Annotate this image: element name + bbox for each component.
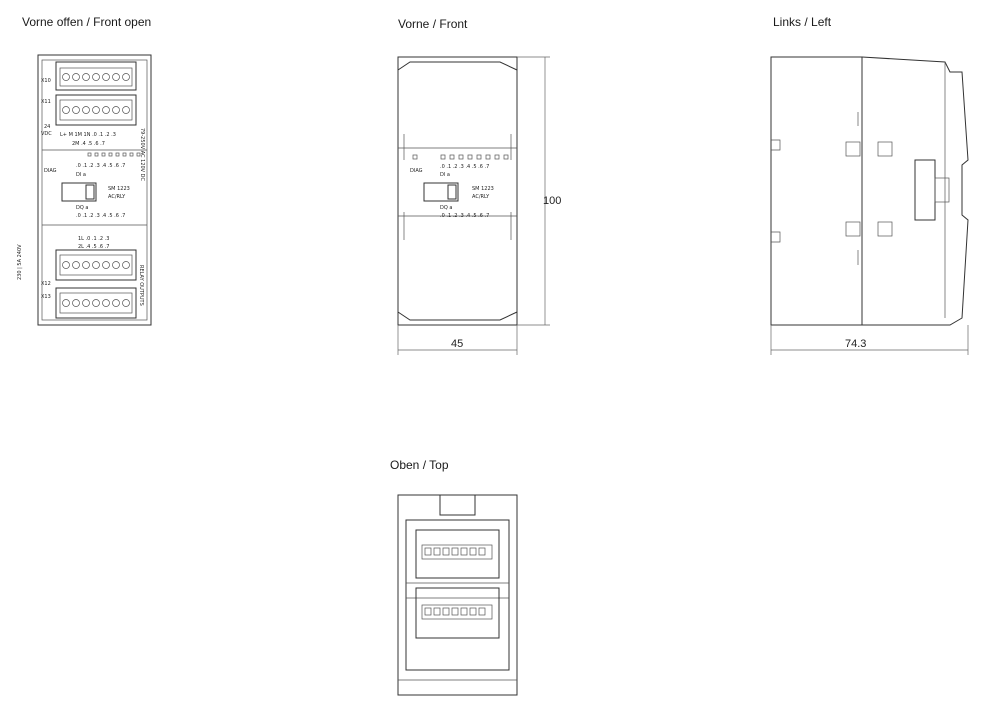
connector-x12 xyxy=(55,249,137,281)
connector-x11 xyxy=(55,94,137,126)
front-open-di-bits: .0 .1 .2 .3 .4 .5 .6 .7 xyxy=(76,163,125,169)
front-view: DIAG .0 .1 .2 .3 .4 .5 .6 .7 DI a SM 122… xyxy=(397,56,561,355)
connector-x13 xyxy=(55,287,137,319)
front-di-bits: .0 .1 .2 .3 .4 .5 .6 .7 xyxy=(440,164,489,170)
top-terminal-row-upper xyxy=(421,544,493,560)
title-left: Links / Left xyxy=(773,15,832,29)
output-header: 1L .0 .1 .2 .3 xyxy=(78,236,109,242)
dim-depth-left: 74.3 xyxy=(845,338,866,350)
left-view: 74.3 xyxy=(770,56,969,355)
front-diag: DIAG xyxy=(410,168,423,174)
title-front-open: Vorne offen / Front open xyxy=(22,15,152,29)
x11-label: X11 xyxy=(41,99,51,105)
x13-label: X13 xyxy=(41,294,51,300)
x10-label: X10 xyxy=(41,78,51,84)
front-open-led-row xyxy=(87,152,141,157)
input-side-text: 79-250V AC 120V DC xyxy=(139,128,145,182)
output-side-text: 230 | 5A 240V xyxy=(17,244,23,280)
dim-width-front: 45 xyxy=(451,338,463,350)
front-di-label: DI a xyxy=(440,172,450,178)
front-open-type: AC/RLY xyxy=(108,194,126,200)
title-top: Oben / Top xyxy=(390,458,449,472)
front-type: AC/RLY xyxy=(472,194,490,200)
supply-24: 24 xyxy=(44,124,50,130)
front-open-di-label: DI a xyxy=(76,172,86,178)
top-terminal-row-lower xyxy=(421,604,493,620)
top-view xyxy=(397,494,518,696)
front-open-dq-bits: .0 .1 .2 .3 .4 .5 .6 .7 xyxy=(76,213,125,219)
output-header-2: 2L .4 .5 .6 .7 xyxy=(78,244,109,250)
front-dq-label: DQ a xyxy=(440,205,452,211)
input-header: L+ M 1M 1N .0 .1 .2 .3 xyxy=(60,132,116,138)
front-dq-bits: .0 .1 .2 .3 .4 .5 .6 .7 xyxy=(440,213,489,219)
front-open-view: X10 X11 24 VDC L+ M 1M 1N .0 .1 .2 .3 2M… xyxy=(17,54,152,326)
front-open-model: SM 1223 xyxy=(108,186,130,192)
front-open-dq-label: DQ a xyxy=(76,205,88,211)
supply-vdc: VDC xyxy=(41,131,52,137)
connector-x10 xyxy=(55,61,137,91)
input-header-2: 2M .4 .5 .6 .7 xyxy=(72,141,105,147)
x12-label: X12 xyxy=(41,281,51,287)
front-open-diag: DIAG xyxy=(44,168,57,174)
relay-side-text: RELAY OUTPUTS xyxy=(138,265,144,306)
dim-height: 100 xyxy=(543,195,561,207)
front-model: SM 1223 xyxy=(472,186,494,192)
front-led-row xyxy=(412,154,509,160)
title-front: Vorne / Front xyxy=(398,17,468,31)
